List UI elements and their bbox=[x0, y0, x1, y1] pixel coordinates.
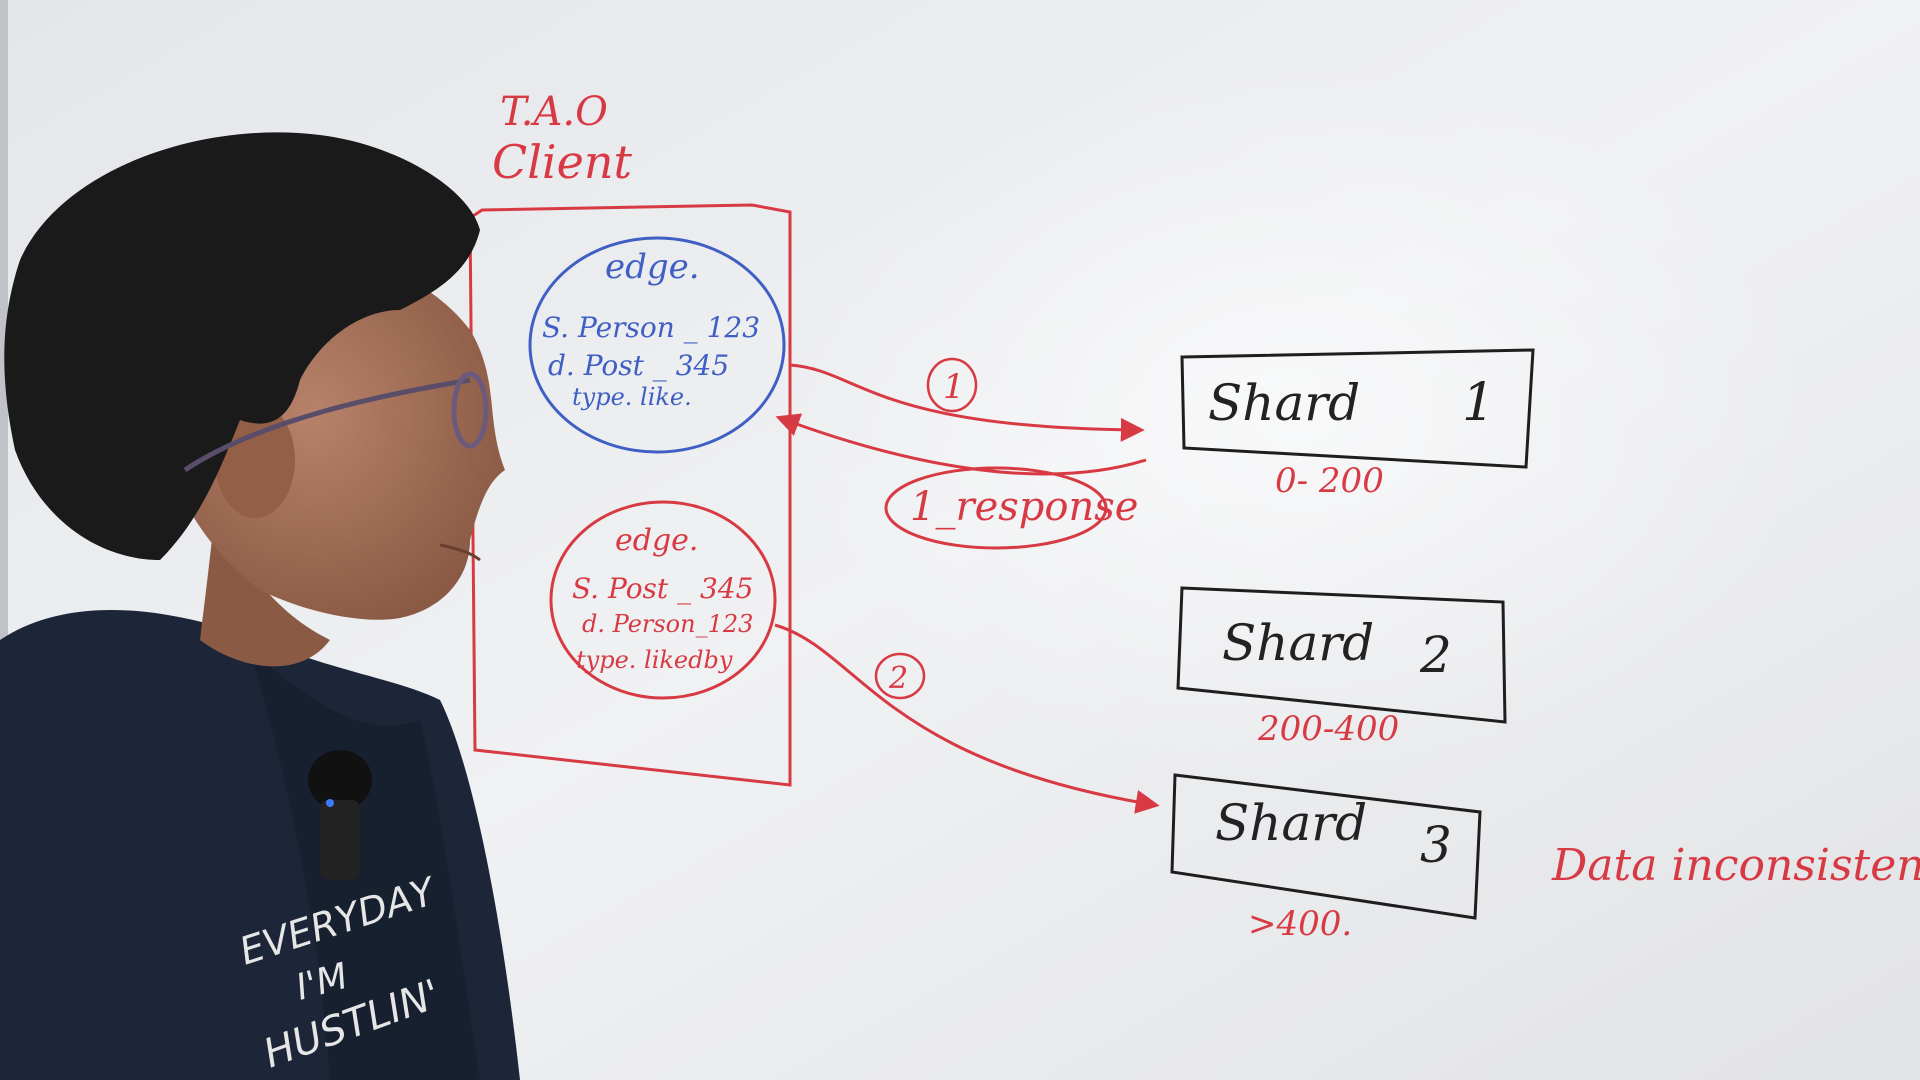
edge-blue-circle bbox=[528, 236, 786, 454]
edge-red-group: edge. S. Post _ 345 d. Person_123 type. … bbox=[549, 500, 777, 700]
shard-2-label: Shard bbox=[1222, 614, 1374, 672]
shard-3-label: Shard bbox=[1215, 794, 1367, 852]
presenter-mouth bbox=[439, 543, 481, 562]
shard-2-number: 2 bbox=[1419, 626, 1452, 684]
response-arrow-group: 1_response bbox=[775, 413, 1147, 550]
client-title-line1: T.A.O bbox=[500, 89, 608, 135]
edge-red-dest: d. Person_123 bbox=[582, 610, 753, 638]
shard-2: Shard 2 200-400 bbox=[1176, 586, 1507, 749]
arrow-2-label-circle bbox=[874, 652, 926, 700]
edge-blue-group: edge. S. Person _ 123 d. Post _ 345 type… bbox=[528, 236, 786, 454]
presenter-hair bbox=[4, 132, 481, 560]
shard-2-range: 200-400 bbox=[1257, 709, 1399, 749]
arrow-2-group: 2 bbox=[774, 623, 1160, 814]
response-label-circle bbox=[884, 466, 1108, 550]
presenter-shirt-shadow bbox=[250, 650, 480, 1080]
shard-2-box bbox=[1176, 586, 1507, 724]
response-label: 1_response bbox=[910, 484, 1138, 530]
arrow-1 bbox=[789, 363, 1145, 442]
arrow-1-label: 1 bbox=[943, 367, 965, 407]
edge-red-type: type. likedby bbox=[576, 646, 733, 674]
edge-blue-type: type. like. bbox=[572, 383, 692, 411]
board-glare bbox=[780, 60, 1820, 780]
presenter: EVERYDAY I'M HUSTLIN' bbox=[0, 132, 520, 1080]
arrow-2 bbox=[774, 623, 1160, 814]
shard-3: Shard 3 >400. bbox=[1170, 773, 1482, 944]
data-inconsistency-note: Data inconsistency bbox=[1551, 840, 1920, 891]
shard-1-range: 0- 200 bbox=[1275, 461, 1384, 501]
shard-1-number: 1 bbox=[1462, 373, 1495, 433]
shard-1-label: Shard bbox=[1208, 374, 1360, 432]
arrow-1-label-circle bbox=[926, 357, 978, 413]
lapel-microphone-icon bbox=[308, 750, 372, 880]
arrow-2-label: 2 bbox=[888, 661, 908, 696]
arrow-1-group: 1 bbox=[789, 357, 1145, 442]
shard-1: Shard 1 0- 200 bbox=[1180, 348, 1535, 501]
edge-blue-title: edge. bbox=[605, 247, 700, 287]
glasses-lens-icon bbox=[451, 371, 489, 449]
whiteboard-edge bbox=[0, 0, 8, 1080]
edge-blue-source: S. Person _ 123 bbox=[542, 311, 760, 344]
shard-3-number: 3 bbox=[1420, 816, 1452, 874]
edge-red-title: edge. bbox=[615, 523, 698, 558]
edge-red-circle bbox=[549, 500, 777, 700]
glasses-icon bbox=[183, 377, 471, 473]
edge-blue-dest: d. Post _ 345 bbox=[548, 349, 729, 382]
shard-3-range: >400. bbox=[1248, 904, 1352, 944]
shard-3-box bbox=[1170, 773, 1482, 920]
client-title-line2: Client bbox=[492, 135, 632, 189]
shard-1-box bbox=[1180, 348, 1535, 469]
edge-red-source: S. Post _ 345 bbox=[572, 572, 753, 605]
